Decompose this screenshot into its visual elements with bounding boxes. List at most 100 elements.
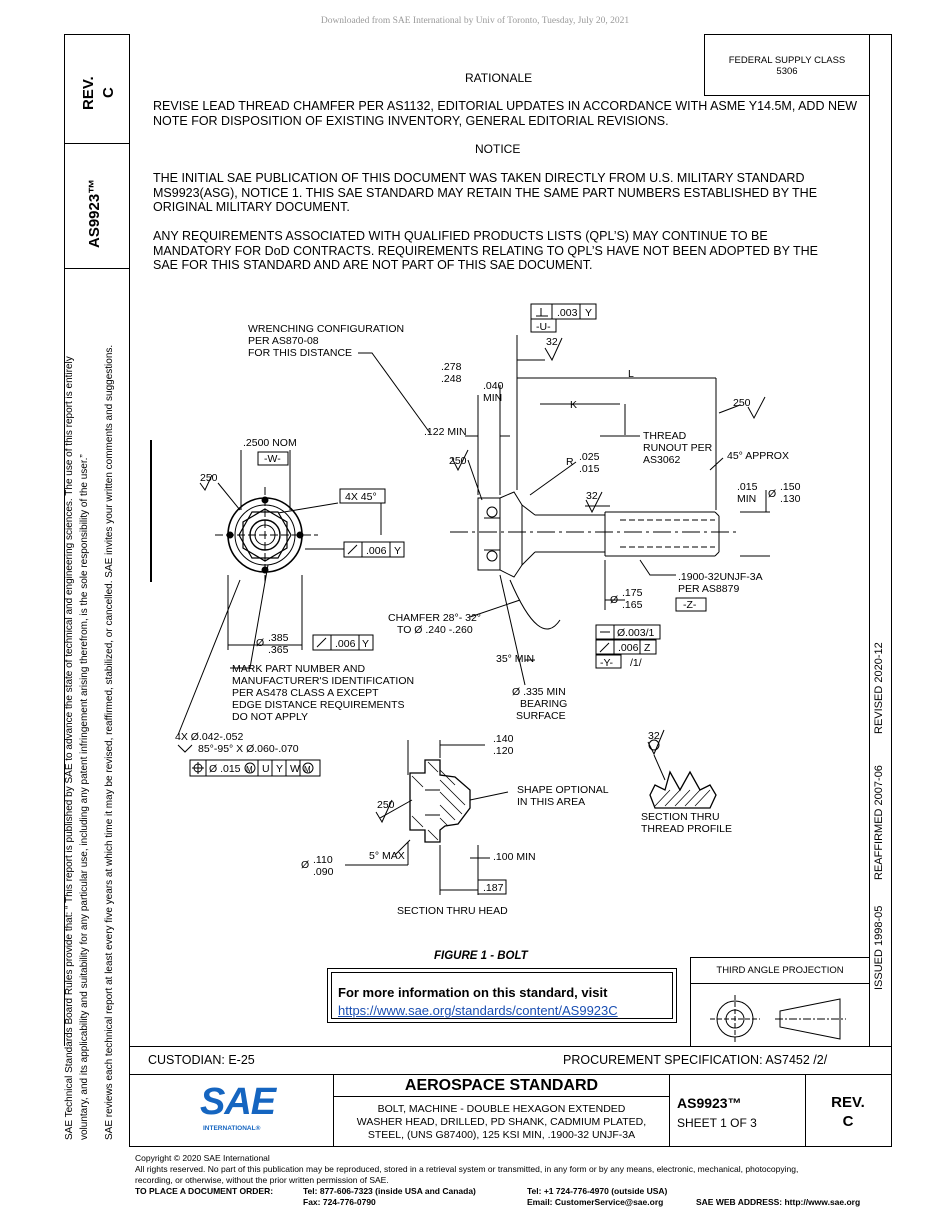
chamfer-label-1: CHAMFER 28°- 32° bbox=[388, 612, 481, 624]
title-bottom-line bbox=[129, 1146, 892, 1147]
figure-caption: FIGURE 1 - BOLT bbox=[434, 950, 528, 962]
dim-L: L bbox=[628, 368, 634, 380]
straightness-tol: Ø.003/1 bbox=[617, 627, 655, 639]
dim-015: .015 bbox=[737, 481, 758, 493]
section-head-label: SECTION THRU HEAD bbox=[397, 905, 508, 917]
footer-email: Email: CustomerService@sae.org bbox=[527, 1197, 664, 1207]
chamfer-label-2: TO Ø .240 -.260 bbox=[397, 624, 473, 636]
federal-supply-value: 5306 bbox=[776, 66, 798, 77]
thread-spec-2: PER AS8879 bbox=[678, 583, 739, 595]
runout-datum-z: Z bbox=[644, 642, 651, 654]
footer-order-label: TO PLACE A DOCUMENT ORDER: bbox=[135, 1186, 274, 1196]
title-cell-sep-2 bbox=[669, 1074, 670, 1147]
sae-logo: SAE bbox=[200, 1081, 276, 1123]
dim-2500-nom: .2500 NOM bbox=[243, 437, 297, 449]
thread-profile-view bbox=[649, 754, 717, 809]
perp-datum: Y bbox=[585, 307, 592, 319]
angle-5-max: 5° MAX bbox=[369, 850, 405, 862]
frame-right bbox=[891, 34, 892, 1046]
section-thread-2: THREAD PROFILE bbox=[641, 823, 732, 835]
title-doc-number: AS9923™ bbox=[677, 1095, 742, 1111]
projection-label: THIRD ANGLE PROJECTION bbox=[716, 965, 844, 976]
footer-rights-2: recording, or otherwise, without the pri… bbox=[135, 1175, 389, 1185]
sae-logo-sub: INTERNATIONAL® bbox=[203, 1125, 261, 1132]
mark-note-1: MARK PART NUMBER AND bbox=[232, 663, 365, 675]
approx-45: 45° APPROX bbox=[727, 450, 789, 462]
dim-r025: .025 bbox=[579, 451, 600, 463]
dim-040-min: MIN bbox=[483, 392, 502, 404]
info-text: For more information on this standard, v… bbox=[338, 985, 608, 1000]
position-tol: Ø .015 bbox=[209, 763, 241, 775]
dim-090: .090 bbox=[313, 866, 334, 878]
dim-100-min: .100 MIN bbox=[493, 851, 536, 863]
title-rev-label: REV. bbox=[831, 1094, 865, 1111]
title-cell-sep-1 bbox=[333, 1074, 334, 1147]
dim-165: .165 bbox=[622, 599, 643, 611]
federal-supply-box bbox=[704, 34, 870, 96]
shape-optional-1: SHAPE OPTIONAL bbox=[517, 784, 609, 796]
dim-110: .110 bbox=[313, 854, 333, 866]
mark-note-5: DO NOT APPLY bbox=[232, 711, 308, 723]
dia-symbol-150: Ø bbox=[768, 488, 776, 500]
chamfer-4x45: 4X 45° bbox=[345, 491, 377, 503]
projection-sep bbox=[690, 983, 870, 984]
dim-365: .365 bbox=[268, 644, 289, 656]
dim-150: .150 bbox=[780, 481, 801, 493]
datum-ref-w: W bbox=[290, 763, 300, 775]
title-line-2: WASHER HEAD, DRILLED, PD SHANK, CADMIUM … bbox=[356, 1116, 647, 1128]
holes-note-2: 85°-95° X Ø.060-.070 bbox=[198, 743, 299, 755]
notice-paragraph-1: THE INITIAL SAE PUBLICATION OF THIS DOCU… bbox=[153, 171, 818, 214]
runout-006-c: .006 bbox=[618, 642, 639, 654]
frame-top-left bbox=[64, 34, 130, 35]
angle-35-min: 35° MIN bbox=[496, 653, 534, 665]
footer-fax: Fax: 724-776-0790 bbox=[303, 1197, 376, 1207]
dim-015-min: MIN bbox=[737, 493, 756, 505]
title-row-line bbox=[129, 1074, 892, 1075]
projection-symbol bbox=[710, 995, 846, 1043]
runout-006-b: .006 bbox=[335, 638, 356, 650]
wrenching-label-2: PER AS870-08 bbox=[248, 335, 319, 347]
custodian: CUSTODIAN: E-25 bbox=[148, 1053, 255, 1067]
end-view bbox=[215, 450, 382, 669]
frame-left bbox=[64, 34, 65, 1046]
finish-250-d: 250 bbox=[377, 799, 395, 811]
dim-122-min: .122 MIN bbox=[424, 426, 467, 438]
footer-tel-2: Tel: +1 724-776-4970 (outside USA) bbox=[527, 1186, 668, 1196]
finish-250-b: 250 bbox=[449, 455, 467, 467]
title-left-line bbox=[129, 1046, 130, 1147]
title-line-1: BOLT, MACHINE - DOUBLE HEXAGON EXTENDED bbox=[377, 1103, 626, 1115]
rationale-text: REVISE LEAD THREAD CHAMFER PER AS1132, E… bbox=[153, 99, 858, 128]
dim-140: .140 bbox=[493, 733, 514, 745]
dim-248: .248 bbox=[441, 373, 462, 385]
section-head-view bbox=[345, 740, 509, 895]
rationale-heading: RATIONALE bbox=[465, 71, 533, 85]
dim-175: .175 bbox=[622, 587, 643, 599]
title-rev: C bbox=[842, 1113, 854, 1130]
footer-copyright: Copyright © 2020 SAE International bbox=[135, 1153, 270, 1163]
side-view bbox=[358, 335, 770, 686]
title-heading-line bbox=[333, 1096, 670, 1097]
bearing-3: SURFACE bbox=[516, 710, 566, 722]
dia-symbol-385: Ø bbox=[256, 637, 264, 649]
finish-250-c: 250 bbox=[200, 472, 218, 484]
fcf-frames bbox=[177, 303, 766, 895]
mmc-1: M bbox=[246, 765, 253, 774]
frame-doc-sep bbox=[64, 268, 130, 269]
note-flag-1: /1/ bbox=[630, 657, 642, 669]
runout-datum-a: Y bbox=[394, 545, 401, 557]
thread-runout-3: AS3062 bbox=[643, 454, 681, 466]
bolt-drawing: WRENCHING CONFIGURATION PER AS870-08 FOR… bbox=[175, 303, 801, 917]
standard-link[interactable]: https://www.sae.org/standards/content/AS… bbox=[338, 1003, 618, 1018]
bearing-1: Ø .335 MIN bbox=[512, 686, 566, 698]
dia-symbol-175: Ø bbox=[610, 594, 618, 606]
dim-120: .120 bbox=[493, 745, 514, 757]
thread-runout-1: THREAD bbox=[643, 430, 687, 442]
bearing-2: BEARING bbox=[520, 698, 567, 710]
datum-ref-y: Y bbox=[276, 763, 283, 775]
mark-note-2: MANUFACTURER'S IDENTIFICATION bbox=[232, 675, 414, 687]
datum-w: -W- bbox=[264, 453, 281, 465]
footer-rights: All rights reserved. No part of this pub… bbox=[135, 1164, 799, 1174]
runout-006-a: .006 bbox=[366, 545, 387, 557]
frame-right-inner bbox=[869, 34, 870, 1046]
footer-web: SAE WEB ADDRESS: http://www.sae.org bbox=[696, 1197, 861, 1207]
